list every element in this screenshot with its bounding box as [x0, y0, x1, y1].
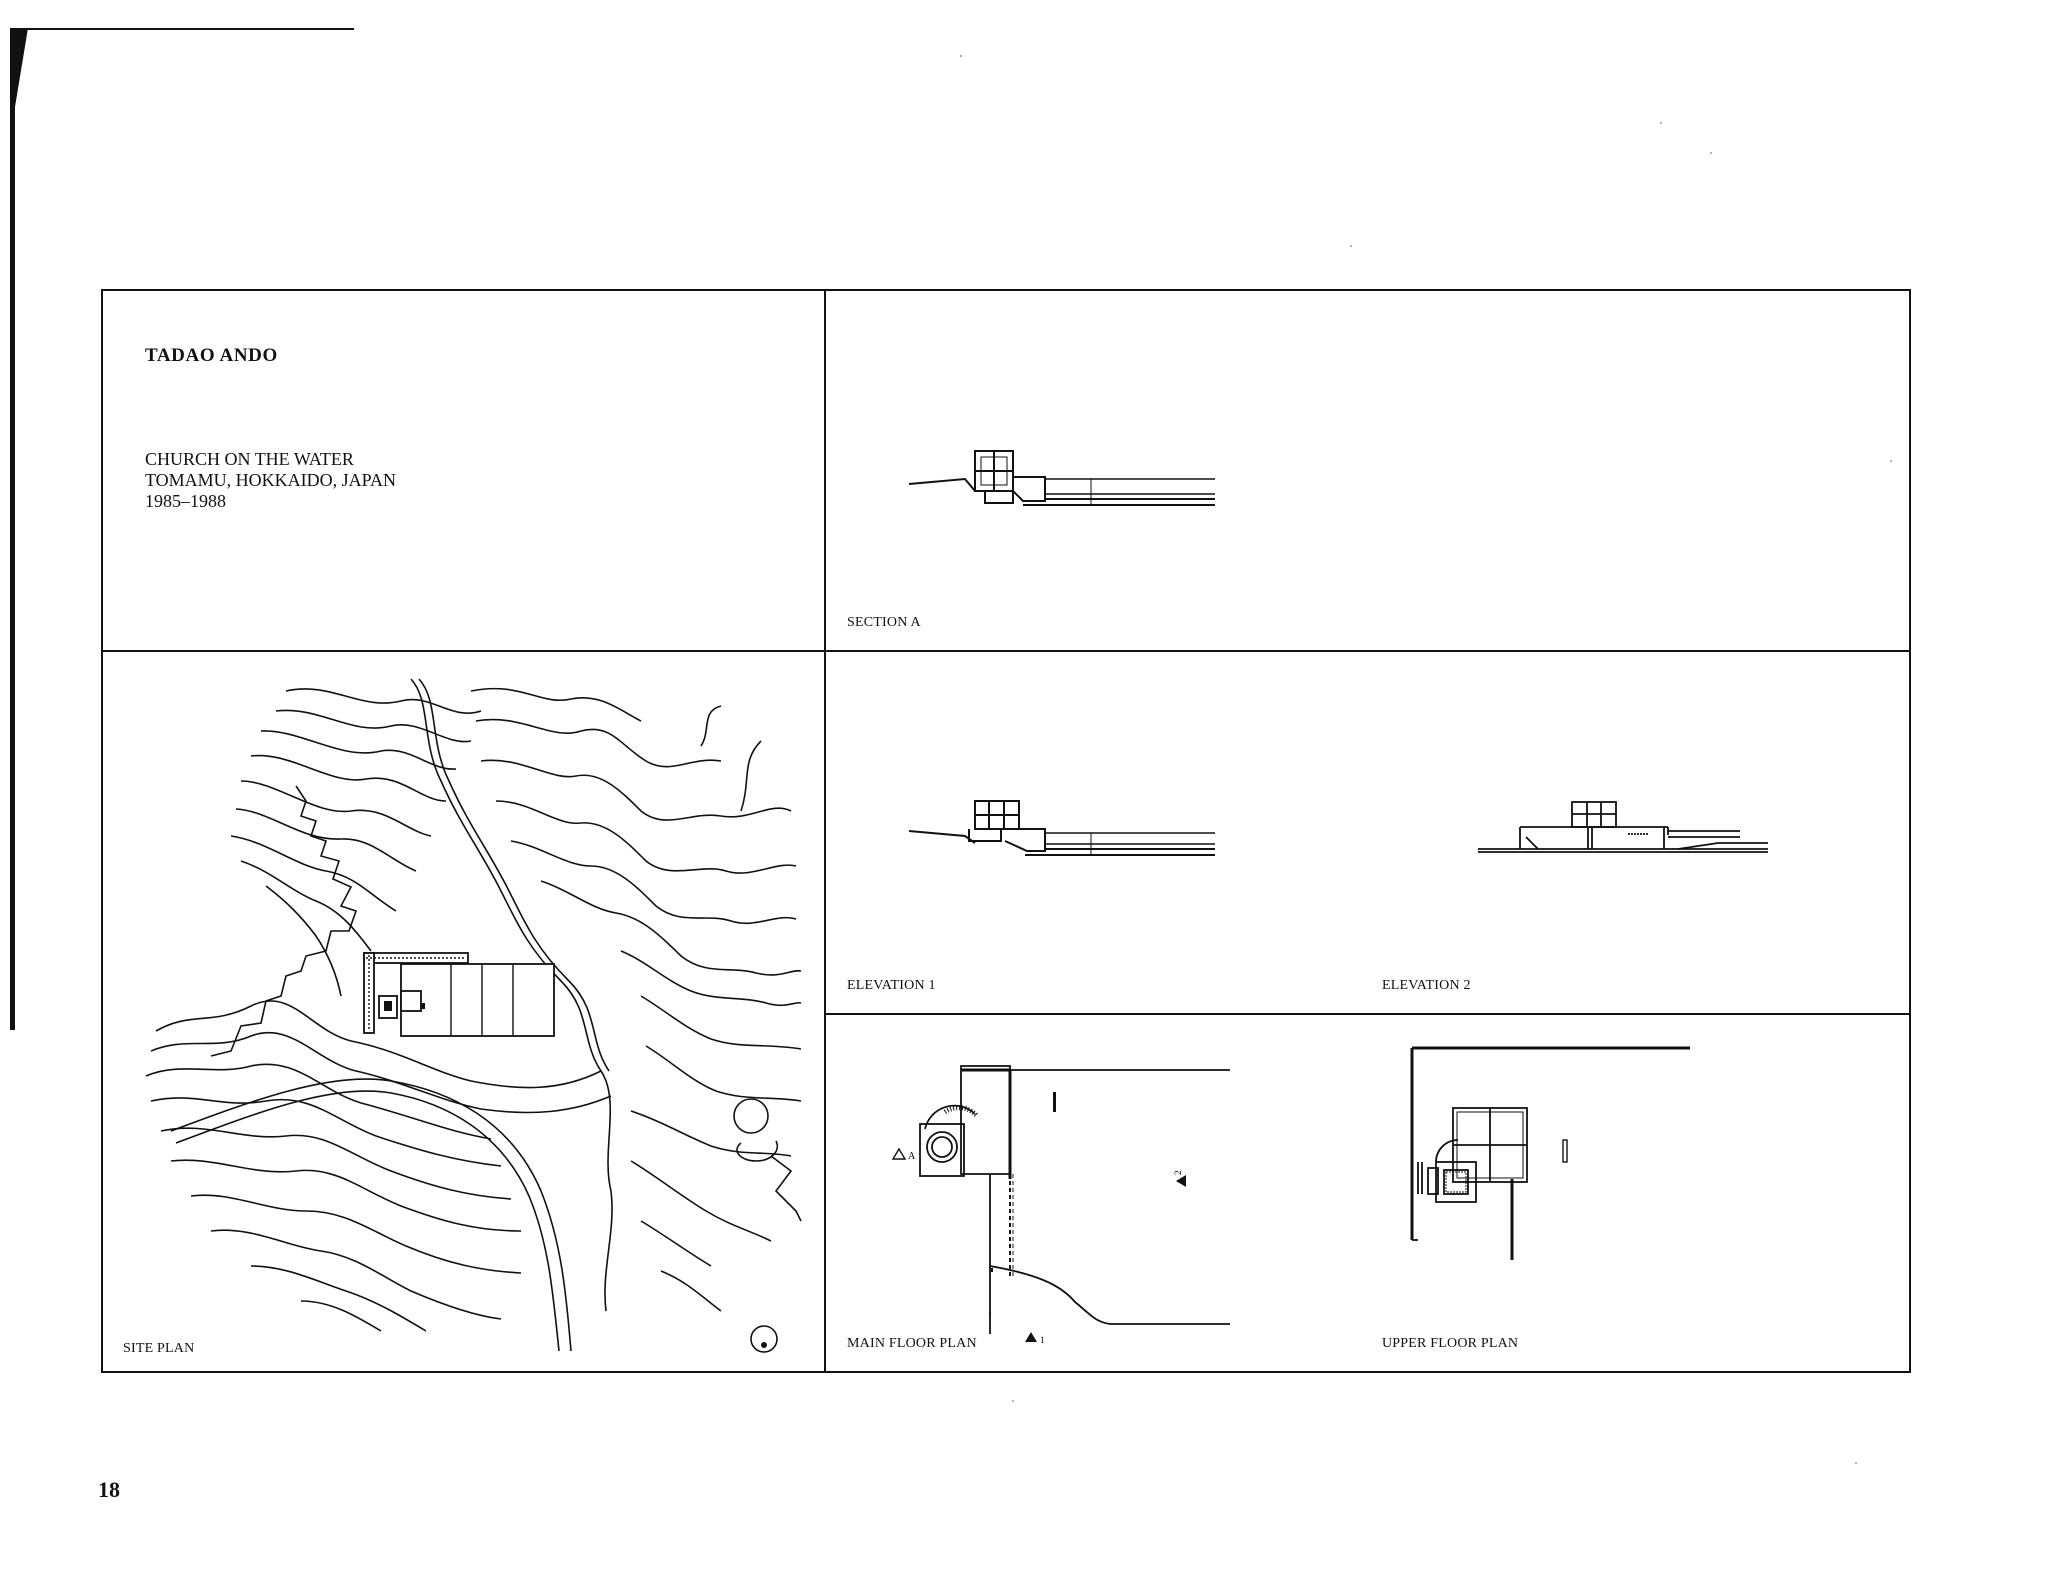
elevation-1-label: ELEVATION 1 [847, 978, 936, 993]
section-a-label: SECTION A [847, 615, 921, 630]
page-top-rule [14, 28, 354, 30]
scan-speck [1710, 152, 1712, 154]
elevation-2-drawing [1478, 801, 1768, 853]
page-number: 18 [98, 1477, 120, 1502]
scan-speck [1012, 1400, 1014, 1402]
project-title: CHURCH ON THE WATER [145, 449, 354, 469]
main-floor-plan-drawing: A 1 2 [891, 1065, 1230, 1345]
elevation-1-drawing [908, 800, 1215, 856]
main-floor-plan-panel: A 1 2 MAIN FLOOR PLAN [825, 1014, 1368, 1373]
marker-a: A [908, 1151, 916, 1162]
site-plan-panel: SITE PLAN [101, 651, 825, 1373]
architect-name: TADAO ANDO [145, 345, 278, 366]
scan-speck [960, 55, 962, 57]
scan-speck [1660, 122, 1662, 124]
page-edge-bar [10, 28, 15, 1030]
title-panel: TADAO ANDO CHURCH ON THE WATER TOMAMU, H… [101, 289, 825, 651]
site-plan-label: SITE PLAN [123, 1341, 195, 1356]
drawing-sheet: TADAO ANDO CHURCH ON THE WATER TOMAMU, H… [101, 289, 1911, 1373]
upper-floor-plan-panel: UPPER FLOOR PLAN [1368, 1014, 1911, 1373]
scan-speck [1855, 1462, 1857, 1464]
upper-floor-plan-label: UPPER FLOOR PLAN [1382, 1336, 1519, 1351]
marker-1: 1 [1040, 1335, 1045, 1345]
scan-speck [1350, 245, 1352, 247]
scan-speck [1890, 460, 1892, 462]
main-floor-plan-label: MAIN FLOOR PLAN [847, 1336, 977, 1351]
site-plan-drawing [145, 678, 802, 1353]
elevation-1-panel: ELEVATION 1 [825, 651, 1368, 1014]
upper-floor-plan-drawing [1410, 1046, 1690, 1260]
section-a-drawing [908, 450, 1215, 506]
elevation-2-panel: ELEVATION 2 [1368, 651, 1911, 1014]
section-a-panel: SECTION A [825, 289, 1911, 651]
project-dates: 1985–1988 [145, 491, 226, 511]
sheet-grid-frame [101, 289, 1911, 1373]
project-info: CHURCH ON THE WATER TOMAMU, HOKKAIDO, JA… [145, 449, 396, 512]
project-location: TOMAMU, HOKKAIDO, JAPAN [145, 470, 397, 490]
page-edge-notch [14, 28, 28, 113]
marker-2: 2 [1173, 1171, 1183, 1176]
elevation-2-label: ELEVATION 2 [1382, 978, 1471, 993]
